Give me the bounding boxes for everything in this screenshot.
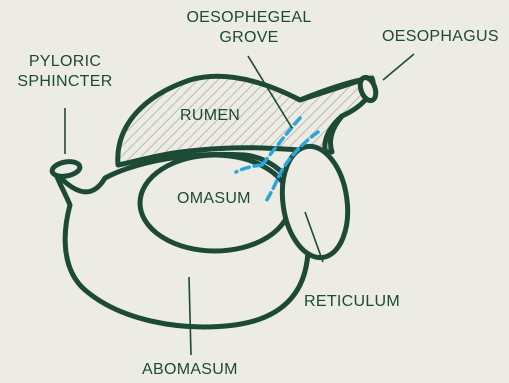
label-omasum: OMASUM: [177, 189, 251, 209]
label-oesophagus: OESOPHAGUS: [382, 27, 499, 47]
label-rumen: RUMEN: [180, 106, 240, 126]
label-pyloric-line1: PYLORIC: [14, 52, 116, 72]
label-reticulum: RETICULUM: [304, 292, 400, 312]
leader-oesophagus: [383, 54, 414, 80]
pyloric-opening: [51, 160, 81, 179]
label-oesophageal-groove-line2: GROVE: [183, 28, 315, 48]
label-pyloric-line2: SPHINCTER: [14, 72, 116, 92]
label-abomasum: ABOMASUM: [142, 360, 238, 380]
label-pyloric-sphincter: PYLORIC SPHINCTER: [14, 52, 116, 92]
label-oesophageal-groove-line1: OESOPHEGEAL: [183, 8, 315, 28]
label-oesophageal-groove: OESOPHEGEAL GROVE: [183, 8, 315, 48]
